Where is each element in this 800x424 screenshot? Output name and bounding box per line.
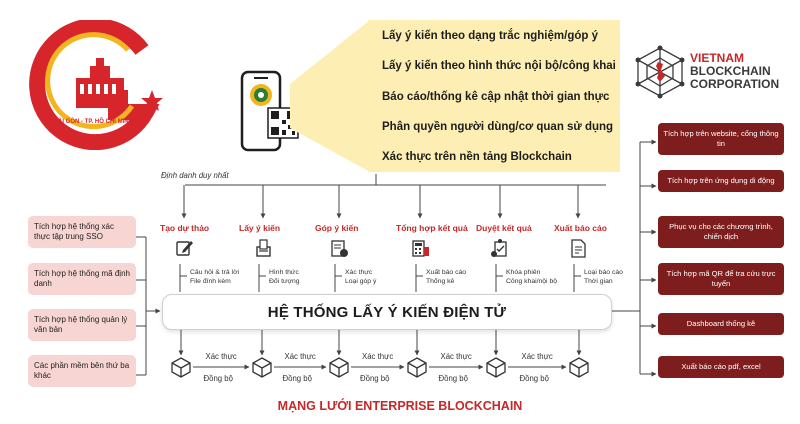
step-title: Tạo dự thảo [160, 223, 210, 233]
sync-label: Đồng bộ [360, 374, 390, 383]
vbc-line3: CORPORATION [690, 77, 780, 91]
integration-document: Tích hợp hệ thống quản lý văn bản [28, 309, 136, 341]
step-description-line: Loại góp ý [345, 278, 377, 285]
step-description-line: Đối tượng [269, 278, 300, 285]
sync-label: Đồng bộ [519, 374, 549, 383]
verify-label: Xác thực [205, 352, 237, 361]
step-description-line: Hình thức [269, 269, 299, 276]
cube-icon [328, 356, 350, 383]
verify-label: Xác thực [362, 352, 394, 361]
integration-identity: Tích hợp hệ thống mã định danh [28, 263, 136, 295]
feature-item: Báo cáo/thống kê cập nhật thời gian thực [382, 91, 610, 103]
city-logo: SÀI GÒN - TP. HỒ CHÍ MINH [24, 18, 174, 151]
system-box: HỆ THỐNG LẤY Ý KIẾN ĐIỆN TỬ [162, 294, 612, 330]
sync-label: Đồng bộ [203, 374, 233, 383]
comment-form-icon [329, 238, 351, 265]
feature-item: Xác thực trên nền tảng Blockchain [382, 151, 572, 163]
verify-label: Xác thực [521, 352, 553, 361]
integration-third-party: Các phần mềm bên thứ ba khác [28, 355, 136, 387]
output-website: Tích hợp trên website, cổng thông tin [658, 123, 784, 155]
ballot-icon [253, 238, 275, 265]
cube-icon [568, 356, 590, 383]
output-mobile-app: Tích hợp trên ứng dụng di động [658, 170, 784, 192]
feature-item: Lấy ý kiến theo dạng trắc nghiệm/góp ý [382, 30, 598, 42]
step-description-line: File đính kèm [190, 278, 231, 285]
step-title: Xuất báo cáo [554, 223, 607, 233]
vbc-line1: VIETNAM [690, 51, 744, 65]
step-title: Lấy ý kiến [239, 223, 281, 233]
output-dashboard: Dashboard thống kê [658, 313, 784, 335]
verify-label: Xác thực [440, 352, 472, 361]
feature-callout [368, 20, 620, 172]
step-description-line: Thời gian [584, 278, 613, 285]
sync-label: Đồng bộ [438, 374, 468, 383]
cube-icon [251, 356, 273, 383]
step-description-line: Loại báo cáo [584, 269, 623, 276]
vbc-line2: BLOCKCHAIN [690, 64, 771, 78]
network-title: MẠNG LƯỚI ENTERPRISE BLOCKCHAIN [277, 399, 523, 413]
report-icon [568, 238, 590, 265]
step-description-line: Xác thực [345, 269, 373, 276]
callout-beam [290, 20, 370, 172]
verify-label: Xác thực [284, 352, 316, 361]
step-description-line: Câu hỏi & trả lời [190, 269, 240, 276]
calculator-icon [410, 238, 432, 265]
output-export: Xuất báo cáo pdf, excel [658, 356, 784, 378]
step-title: Góp ý kiến [315, 223, 359, 233]
approval-icon [490, 238, 512, 265]
step-title: Tổng hợp kết quả [396, 223, 468, 233]
output-campaign: Phục vụ cho các chương trình, chiến dịch [658, 216, 784, 248]
city-logo-caption: SÀI GÒN - TP. HỒ CHÍ MINH [54, 119, 133, 125]
step-title: Duyệt kết quả [476, 223, 532, 233]
edit-icon [174, 238, 196, 265]
vbc-logo [632, 44, 688, 100]
integration-sso: Tích hợp hệ thống xác thực tập trung SSO [28, 216, 136, 248]
sync-label: Đồng bộ [282, 374, 312, 383]
cube-icon [406, 356, 428, 383]
step-description-line: Xuất báo cáo [426, 269, 467, 276]
step-description-line: Thống kê [426, 278, 455, 285]
cube-icon [170, 356, 192, 383]
feature-item: Phân quyền người dùng/cơ quan sử dụng [382, 121, 614, 133]
system-title: HỆ THỐNG LẤY Ý KIẾN ĐIỆN TỬ [267, 303, 507, 321]
network-globe-icon [635, 45, 685, 99]
cube-icon [485, 356, 507, 383]
identity-label: Định danh duy nhất [161, 171, 229, 180]
feature-item: Lấy ý kiến theo hình thức nội bộ/công kh… [382, 60, 616, 72]
step-description-line: Khóa phiên [506, 269, 541, 276]
output-qr-lookup: Tích hợp mã QR để tra cứu trực tuyến [658, 263, 784, 295]
step-description-line: Công khai/nội bộ [506, 278, 558, 285]
vbc-wordmark: VIETNAM BLOCKCHAIN CORPORATION [690, 52, 779, 91]
city-logo-graphic [29, 18, 163, 151]
